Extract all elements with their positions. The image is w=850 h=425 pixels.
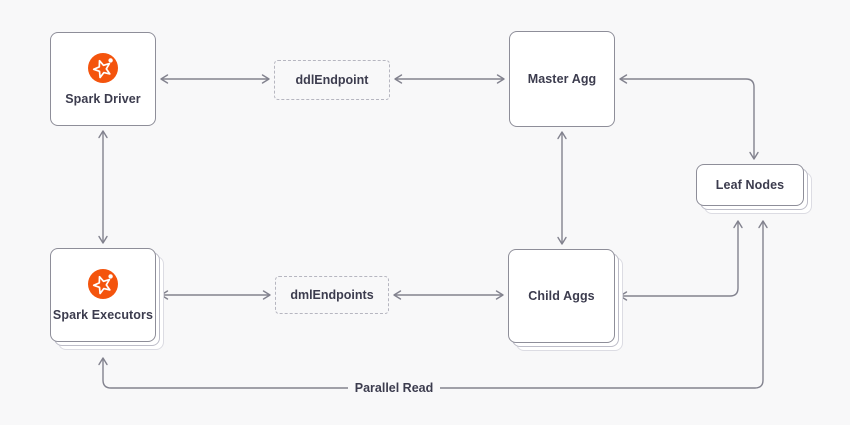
node-spark-driver: Spark Driver [50, 32, 156, 126]
spark-icon [88, 52, 118, 83]
node-label: Leaf Nodes [715, 178, 785, 192]
node-label: Spark Driver [65, 91, 141, 106]
arrow-parallel-read [98, 220, 768, 389]
arrow-childaggs-leafnodes [619, 220, 743, 301]
node-leaf-nodes: Leaf Nodes [696, 164, 804, 206]
node-dml-endpoints: dmlEndpoints [275, 276, 389, 314]
arrow-masteragg-leafnodes [619, 74, 759, 160]
spark-icon [88, 268, 118, 299]
node-label: ddlEndpoint [295, 73, 369, 87]
node-label: dmlEndpoints [290, 288, 374, 302]
node-spark-executors: Spark Executors [50, 248, 156, 342]
node-label: Master Agg [527, 72, 597, 86]
edge-label-parallel-read: Parallel Read [348, 379, 440, 397]
node-label: Spark Executors [52, 307, 154, 322]
node-ddl-endpoint: ddlEndpoint [274, 60, 390, 100]
node-master-agg: Master Agg [509, 31, 615, 127]
node-child-aggs: Child Aggs [508, 249, 615, 343]
node-label: Child Aggs [528, 289, 595, 303]
